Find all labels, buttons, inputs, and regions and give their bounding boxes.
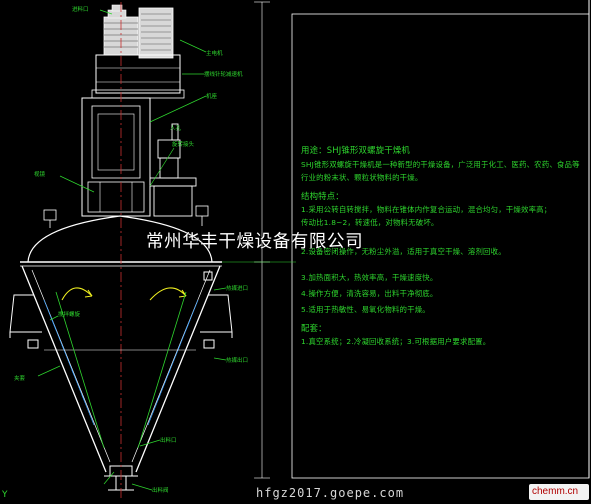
spec-line: 传动比1.8~2，转速低，对物料无破坏。 xyxy=(301,218,439,227)
callout-rotary-joint: 旋转接头 xyxy=(172,142,195,148)
spec-title: 用途：SHJ锥形双螺旋干燥机 xyxy=(301,145,411,155)
callout-screw: 搅拌螺旋 xyxy=(58,312,81,318)
callout-sight-glass: 视镜 xyxy=(34,172,46,178)
site-logo: chemm.cn xyxy=(529,484,589,500)
gearbox xyxy=(95,54,181,94)
callout-manhole: 人孔 xyxy=(170,126,182,132)
spec-heading: 配套： xyxy=(301,323,327,333)
spec-line: 5.适用于热敏性、易氧化物料的干燥。 xyxy=(301,305,430,314)
spec-line: 3.加热面积大，热效率高，干燥速度快。 xyxy=(301,273,438,282)
spec-line: 行业的粉末状、颗粒状物料的干燥。 xyxy=(301,173,423,182)
spec-line: 1.采用公转自转搅拌，物料在锥体内作复合运动，混合均匀，干燥效率高； xyxy=(301,205,552,214)
vessel-dome xyxy=(27,215,213,263)
flow-arrows xyxy=(61,287,187,301)
frame-housing xyxy=(81,97,151,217)
callout-main-motor: 主电机 xyxy=(206,51,223,57)
callout-jacket: 夹套 xyxy=(14,376,26,382)
motor-assembly xyxy=(91,4,185,99)
support-lugs xyxy=(9,271,233,349)
callout-feed-inlet: 进料口 xyxy=(72,7,89,13)
side-column xyxy=(149,123,197,217)
jacket-hatch xyxy=(43,299,199,426)
callout-heat-inlet: 热媒进口 xyxy=(226,286,249,292)
callout-discharge: 出料口 xyxy=(160,438,177,444)
spec-line: 2.设备密闭操作，无粉尘外溢，适用于真空干燥、溶剂回收。 xyxy=(301,247,506,256)
motor-body xyxy=(138,7,174,59)
site-logo-text: chemm.cn xyxy=(532,486,579,497)
company-watermark: 常州华丰干燥设备有限公司 xyxy=(146,232,364,252)
leader-lines xyxy=(37,9,227,491)
screw-agitators xyxy=(55,291,187,449)
callout-frame: 机座 xyxy=(206,94,218,100)
spec-line: SHJ锥形双螺旋干燥机是一种新型的干燥设备，广泛用于化工、医药、农药、食品等 xyxy=(301,160,580,169)
spec-line: 1.真空系统；2.冷凝回收系统；3.可根据用户要求配置。 xyxy=(301,337,491,346)
spec-panel-border xyxy=(291,13,590,479)
callout-heat-outlet: 热媒出口 xyxy=(226,358,249,364)
spec-heading: 结构特点： xyxy=(301,191,344,201)
ucs-axis-marker: Y xyxy=(2,490,8,500)
spec-line: 4.操作方便，清洗容易，出料干净彻底。 xyxy=(301,289,438,298)
callout-discharge-valve: 出料阀 xyxy=(152,488,169,494)
url-watermark: hfgz2017.goepe.com xyxy=(256,486,405,500)
dome-ports xyxy=(43,205,209,228)
callout-reducer: 摆线针轮减速机 xyxy=(204,72,243,78)
